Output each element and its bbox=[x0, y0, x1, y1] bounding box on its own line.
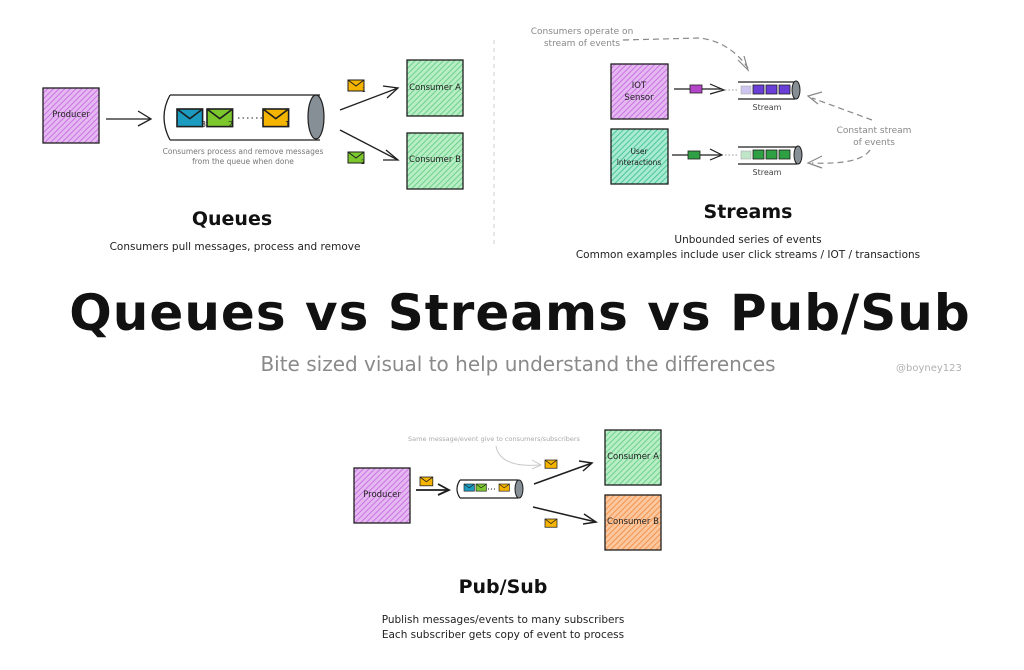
queue-message-3-number: 3 bbox=[201, 120, 206, 129]
queue-note-line1: Consumers process and remove messages bbox=[162, 147, 324, 156]
iot-label-line1: IOT bbox=[631, 81, 647, 91]
stream-1-label: Stream bbox=[752, 103, 782, 112]
streams-description-line2: Common examples include user click strea… bbox=[575, 249, 921, 261]
queue-message-3 bbox=[176, 108, 204, 128]
user-event bbox=[687, 150, 701, 160]
pubsub-consumer-a-label: Consumer A bbox=[607, 452, 659, 462]
queue-note-line2: from the queue when done bbox=[192, 157, 294, 166]
queues-description: Consumers pull messages, process and rem… bbox=[109, 241, 361, 253]
iot-label-line2: Sensor bbox=[624, 93, 654, 103]
stream-2-event bbox=[752, 149, 765, 160]
stream-tube-1 bbox=[738, 81, 795, 100]
pubsub-description: Publish messages/events to many subscrib… bbox=[382, 613, 625, 643]
pubsub-title: Pub/Sub bbox=[458, 576, 548, 598]
pubsub-note-arrowhead bbox=[531, 459, 543, 470]
arrow-topic-to-consumer-a bbox=[533, 460, 594, 485]
consumer-b-label: Consumer B bbox=[409, 155, 461, 165]
arrow-queue-to-consumer-a bbox=[339, 85, 400, 111]
pubsub-note: Same message/event give to consumers/sub… bbox=[408, 435, 580, 443]
pubsub-tube-message bbox=[463, 483, 475, 492]
annotation-arrowhead-top bbox=[737, 55, 750, 73]
producer-label: Producer bbox=[52, 110, 90, 120]
pubsub-producer-label: Producer bbox=[363, 490, 401, 500]
consumer-a-label: Consumer A bbox=[409, 83, 461, 93]
stream-2-event bbox=[778, 149, 791, 160]
pubsub-producer-box bbox=[353, 467, 411, 524]
pubsub-tube-cap bbox=[514, 479, 524, 499]
queue-tube bbox=[163, 94, 325, 141]
streams-section bbox=[610, 37, 873, 185]
pubsub-consumer-b-box bbox=[604, 494, 662, 551]
pubsub-tube bbox=[456, 479, 518, 499]
user-interactions-box bbox=[610, 128, 669, 185]
streams-description-line1: Unbounded series of events bbox=[674, 234, 822, 246]
pubsub-message-b bbox=[544, 518, 558, 528]
author-handle: @boyney123 bbox=[896, 363, 962, 374]
stream-1-event bbox=[765, 84, 778, 95]
pubsub-producer-message bbox=[419, 476, 434, 487]
annotation-right-line1: Constant stream bbox=[836, 126, 912, 136]
annotation-arrowhead-right-2 bbox=[806, 155, 823, 169]
queues-section: 3 2 1 1 2 bbox=[42, 59, 464, 190]
arrow-queue-to-consumer-b bbox=[339, 129, 400, 161]
pubsub-description-line2: Each subscriber gets copy of event to pr… bbox=[381, 629, 625, 641]
queue-message-1-number: 1 bbox=[285, 120, 290, 129]
arrow-producer-to-queue bbox=[106, 110, 153, 127]
user-label-line1: User bbox=[630, 147, 648, 156]
user-interactions-label: User Interactions bbox=[617, 146, 662, 168]
streams-annotation-top: Consumers operate on stream of events bbox=[531, 26, 634, 50]
consumer-b-box bbox=[406, 132, 464, 190]
pubsub-message-a bbox=[544, 459, 558, 469]
annotation-arrowhead-right-1 bbox=[806, 91, 823, 105]
arrow-producer-to-topic bbox=[416, 483, 452, 496]
annotation-top-line2: stream of events bbox=[543, 39, 621, 49]
streams-description: Unbounded series of events Common exampl… bbox=[576, 233, 920, 263]
streams-title: Streams bbox=[703, 201, 793, 223]
iot-sensor-box bbox=[610, 63, 669, 120]
consumer-a-box bbox=[406, 59, 464, 117]
stream-1-event-faded bbox=[740, 85, 752, 95]
queue-message-2-number: 2 bbox=[228, 120, 233, 129]
annotation-arrow-right-2 bbox=[811, 149, 871, 164]
stream-2-event-faded bbox=[740, 150, 752, 160]
delivered-message-2-number: 2 bbox=[361, 159, 365, 166]
pubsub-note-arrow bbox=[495, 445, 541, 466]
iot-sensor-label: IOT Sensor bbox=[624, 80, 653, 104]
producer-box bbox=[42, 87, 100, 144]
stream-tube-1-cap bbox=[791, 80, 801, 100]
stream-1-event bbox=[778, 84, 791, 95]
pubsub-section bbox=[353, 429, 662, 551]
delivered-message-1-number: 1 bbox=[362, 87, 366, 94]
stream-tube-2 bbox=[738, 146, 797, 165]
subtitle: Bite sized visual to help understand the… bbox=[260, 352, 776, 376]
iot-event bbox=[689, 84, 703, 94]
queues-title: Queues bbox=[191, 208, 273, 230]
stream-2-event bbox=[765, 149, 778, 160]
queue-note: Consumers process and remove messages fr… bbox=[163, 147, 324, 167]
annotation-right-line2: of events bbox=[853, 138, 895, 148]
pubsub-tube-message bbox=[498, 483, 510, 492]
annotation-arrow-top bbox=[622, 37, 749, 69]
pubsub-tube-message bbox=[475, 483, 487, 492]
stream-2-label: Stream bbox=[752, 168, 782, 177]
streams-annotation-right: Constant stream of events bbox=[837, 125, 912, 149]
stream-tube-2-cap bbox=[793, 145, 803, 165]
tube-cap bbox=[307, 94, 325, 140]
main-title: Queues vs Streams vs Pub/Sub bbox=[69, 284, 971, 342]
user-label-line2: Interactions bbox=[616, 158, 662, 167]
stream-1-event bbox=[752, 84, 765, 95]
annotation-top-line1: Consumers operate on bbox=[530, 27, 634, 37]
pubsub-consumer-a-box bbox=[604, 429, 662, 486]
annotation-arrow-right-1 bbox=[811, 97, 873, 121]
arrow-topic-to-consumer-b bbox=[532, 506, 599, 525]
pubsub-description-line1: Publish messages/events to many subscrib… bbox=[381, 614, 625, 626]
pubsub-consumer-b-label: Consumer B bbox=[607, 517, 659, 527]
